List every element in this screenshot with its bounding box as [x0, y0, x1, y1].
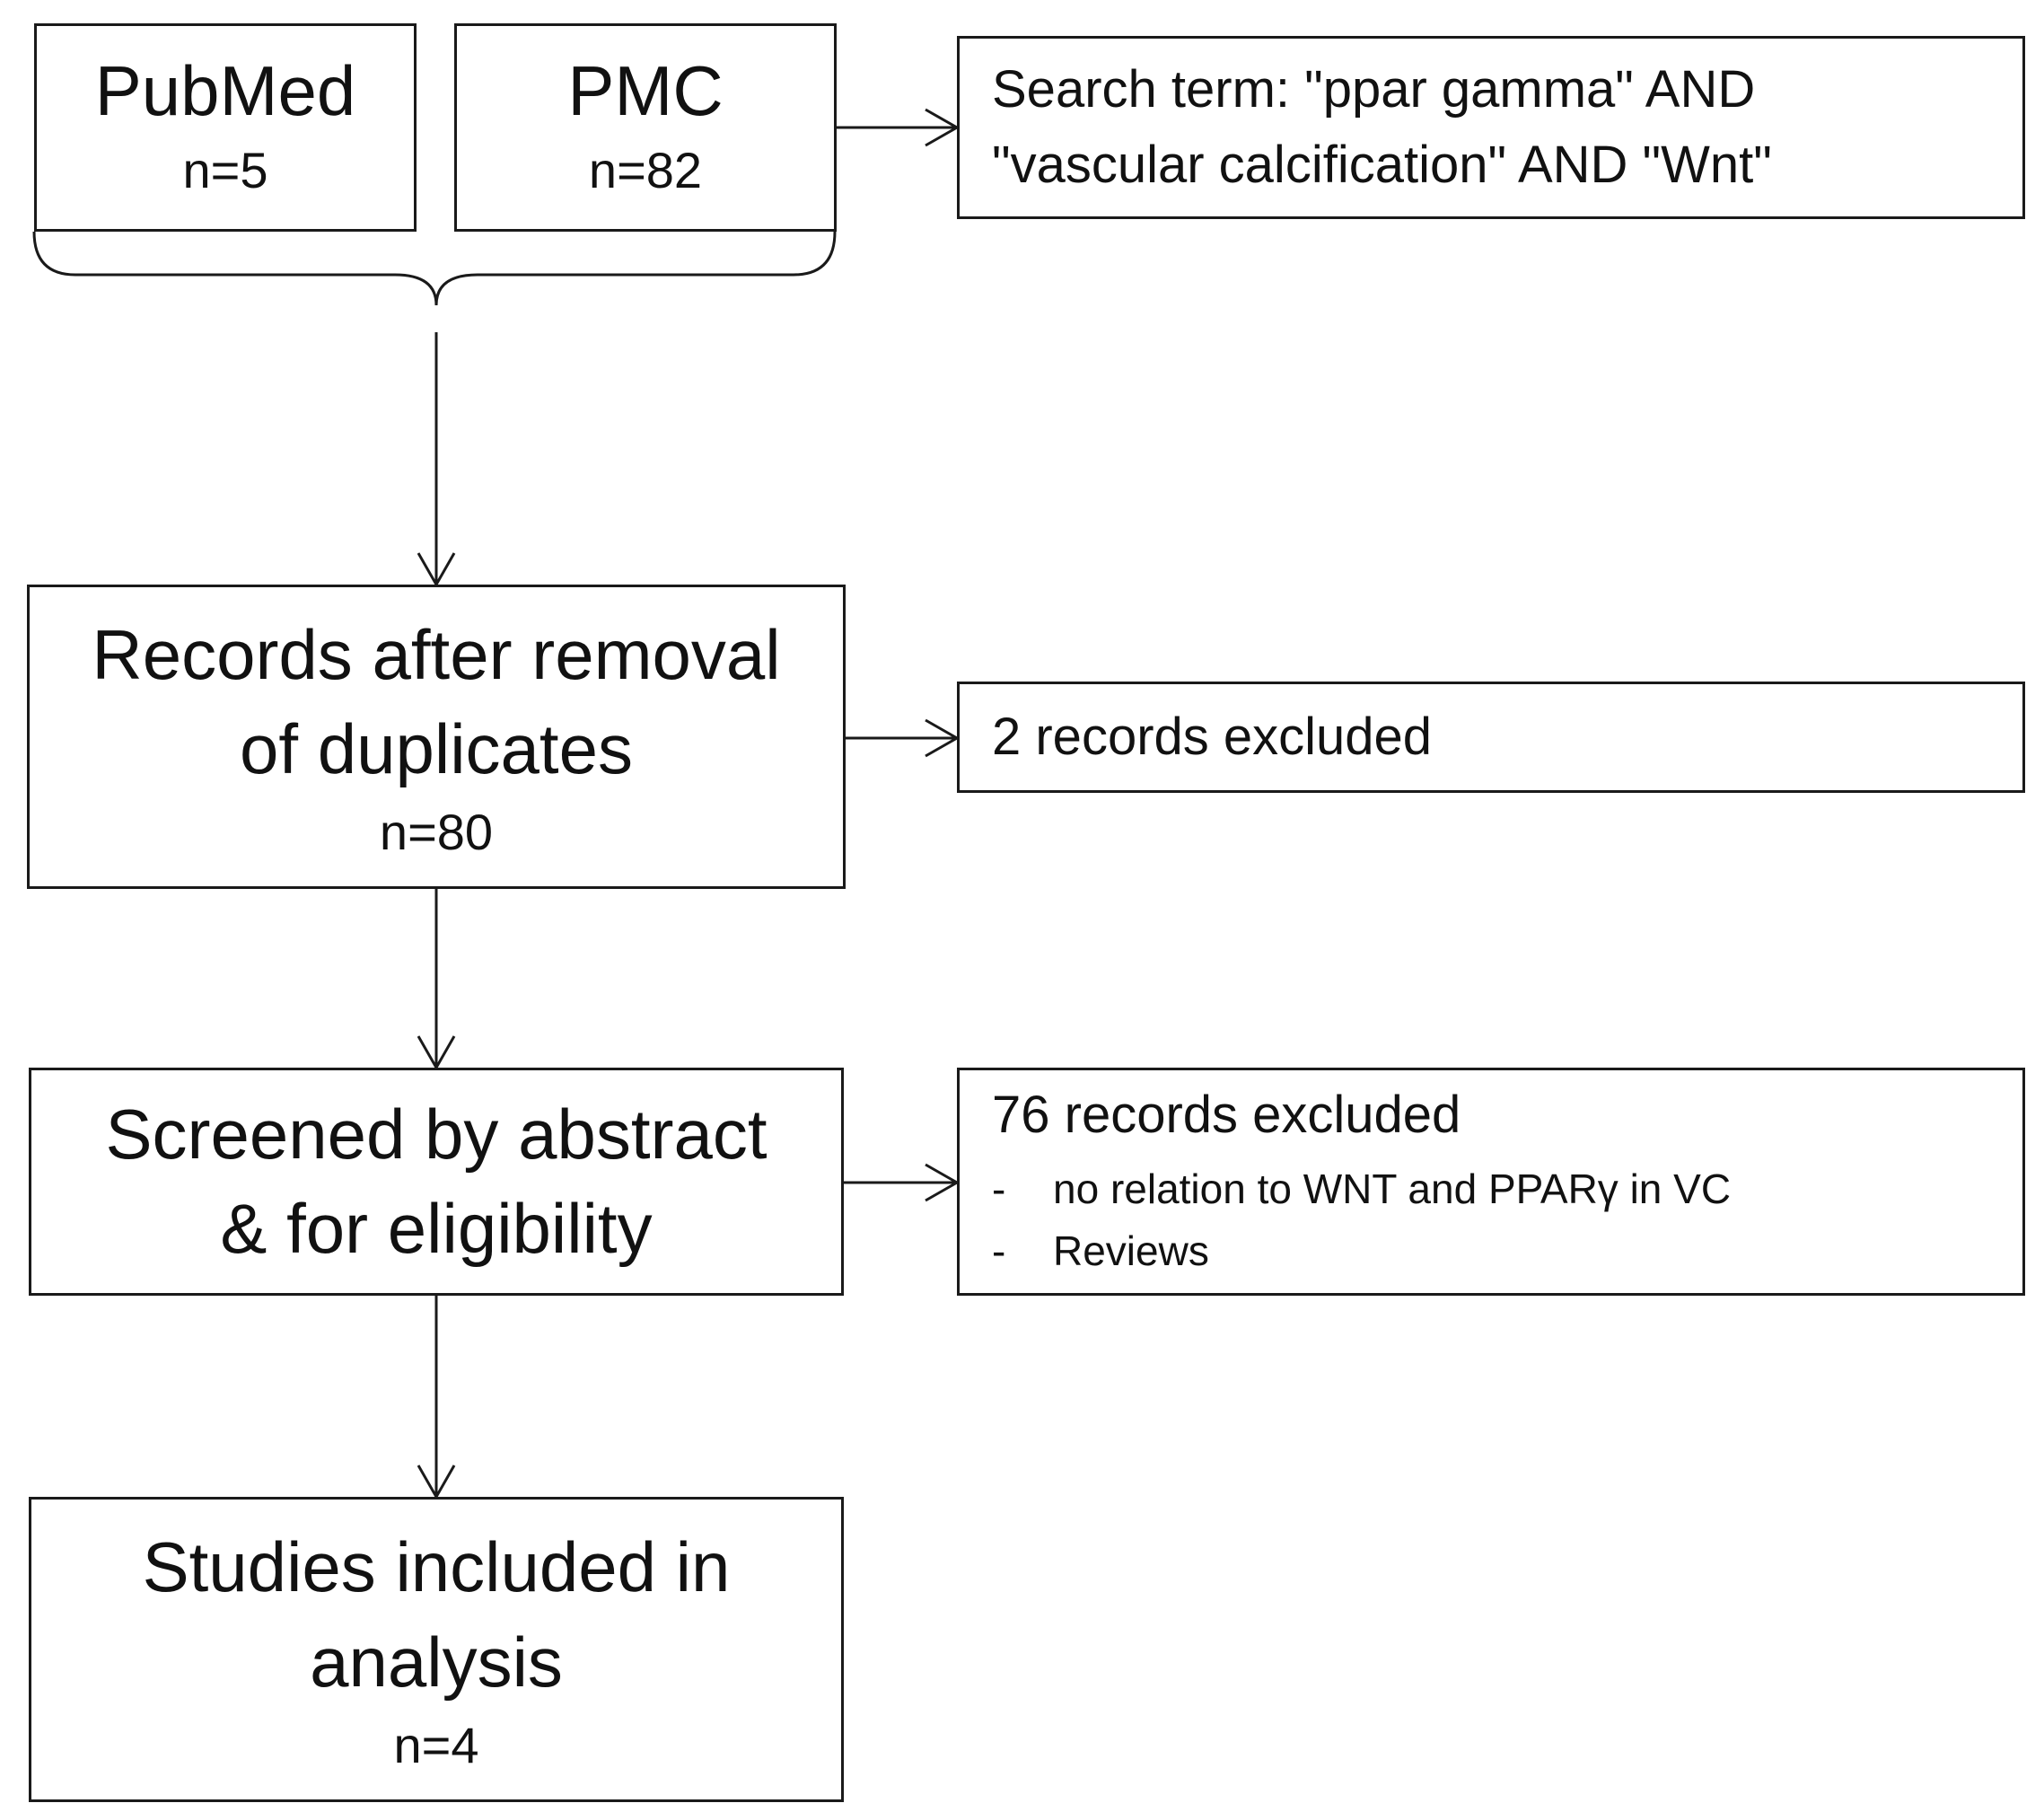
search-term-line1: Search term: "ppar gamma" AND: [992, 59, 1756, 119]
arrowhead-search-term: [925, 108, 961, 147]
arrowhead-screened: [417, 1035, 456, 1071]
search-term-line2: "vascular calcification" AND "Wnt": [992, 136, 1772, 194]
excluded2-title: 76 records excluded: [992, 1086, 1461, 1145]
screened-line2: & for eligibility: [220, 1189, 653, 1268]
arrowhead-excluded1: [925, 718, 961, 758]
dedup-count: n=80: [379, 804, 494, 861]
included-count: n=4: [393, 1716, 479, 1773]
screened-line1: Screened by abstract: [105, 1094, 768, 1174]
bullet-dash: -: [992, 1165, 1006, 1212]
search-term-box: Search term: "ppar gamma" AND "vascular …: [957, 36, 2025, 219]
arrowhead-excluded2: [925, 1163, 961, 1202]
dedup-box: Records after removal of duplicates n=80: [27, 585, 846, 889]
excluded2-reason-text: no relation to WNT and PPARγ in VC: [1053, 1165, 1732, 1212]
screened-box: Screened by abstract & for eligibility: [29, 1068, 844, 1296]
excluded2-reason-2: - Reviews: [992, 1220, 2022, 1282]
included-line1: Studies included in: [142, 1527, 731, 1607]
excluded1-box: 2 records excluded: [957, 682, 2025, 793]
arrowhead-dedup: [417, 552, 456, 588]
excluded1-text: 2 records excluded: [992, 707, 1433, 766]
pubmed-source-box: PubMed n=5: [34, 23, 417, 232]
pmc-source-box: PMC n=82: [454, 23, 837, 232]
sources-brace: [32, 231, 837, 306]
dedup-title-line2: of duplicates: [240, 709, 633, 789]
included-line2: analysis: [310, 1622, 563, 1702]
bullet-dash: -: [992, 1227, 1006, 1274]
excluded2-box: 76 records excluded - no relation to WNT…: [957, 1068, 2025, 1296]
dedup-title-line1: Records after removal: [92, 614, 781, 694]
pmc-count: n=82: [588, 142, 703, 199]
excluded2-reason-1: - no relation to WNT and PPARγ in VC: [992, 1158, 2022, 1220]
pubmed-label: PubMed: [94, 50, 356, 130]
excluded2-reason-text: Reviews: [1053, 1227, 1209, 1274]
included-box: Studies included in analysis n=4: [29, 1497, 844, 1802]
pmc-label: PMC: [567, 50, 724, 130]
arrowhead-included: [417, 1465, 456, 1500]
pubmed-count: n=5: [182, 142, 268, 199]
